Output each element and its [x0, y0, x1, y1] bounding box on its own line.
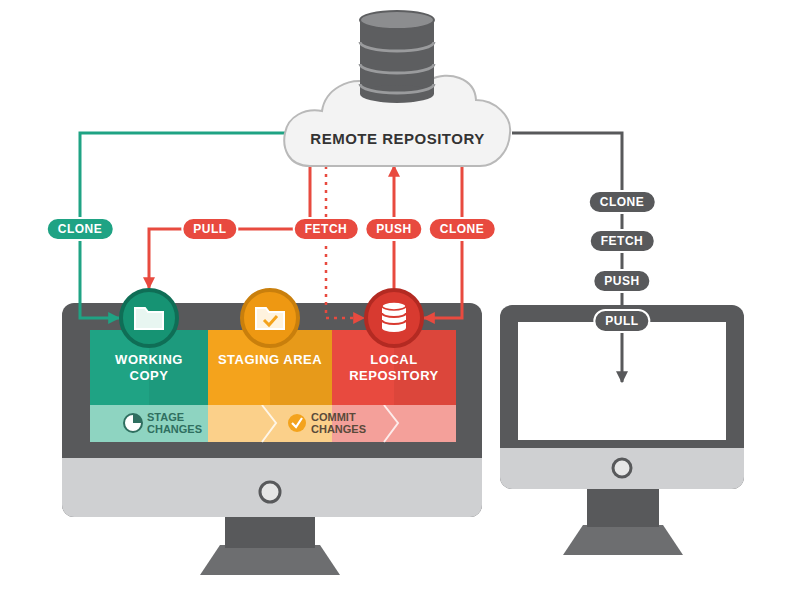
flow-arrow [326, 166, 364, 318]
edge-pill: FETCH [293, 217, 360, 241]
right-wire [512, 133, 622, 382]
panel-shape [332, 288, 456, 405]
step-label: STAGE CHANGES [147, 411, 209, 435]
edge-pill: CLONE [588, 190, 657, 214]
local-repository-panel: LOCAL REPOSITORY [332, 288, 456, 405]
edge-pill: FETCH [589, 229, 656, 253]
panel-title: WORKING COPY [96, 352, 202, 384]
flow-arrow [149, 166, 310, 288]
remote-cloud: REMOTE REPOSITORY [280, 8, 515, 168]
edge-pill: PULL [593, 309, 650, 333]
panel-shape [208, 288, 332, 405]
panel-title: LOCAL REPOSITORY [338, 352, 450, 384]
panel-icon [256, 308, 284, 329]
step-label: COMMIT CHANGES [311, 411, 383, 435]
database-icon [360, 11, 434, 103]
flow-arrow [424, 166, 462, 318]
panel-title: STAGING AREA [214, 352, 326, 368]
working-copy-panel: WORKING COPY [90, 288, 208, 405]
panel-icon [382, 302, 406, 332]
panel-shape [90, 288, 208, 405]
edge-pill: PUSH [364, 217, 423, 241]
edge-pill: CLONE [46, 217, 115, 241]
edge-pill: PUSH [592, 269, 651, 293]
edge-pill: CLONE [428, 217, 497, 241]
edge-pill: PULL [181, 217, 238, 241]
staging-area-panel: STAGING AREA [208, 288, 332, 405]
panel-icon [135, 308, 163, 329]
repository-title: REMOTE REPOSITORY [280, 130, 515, 148]
